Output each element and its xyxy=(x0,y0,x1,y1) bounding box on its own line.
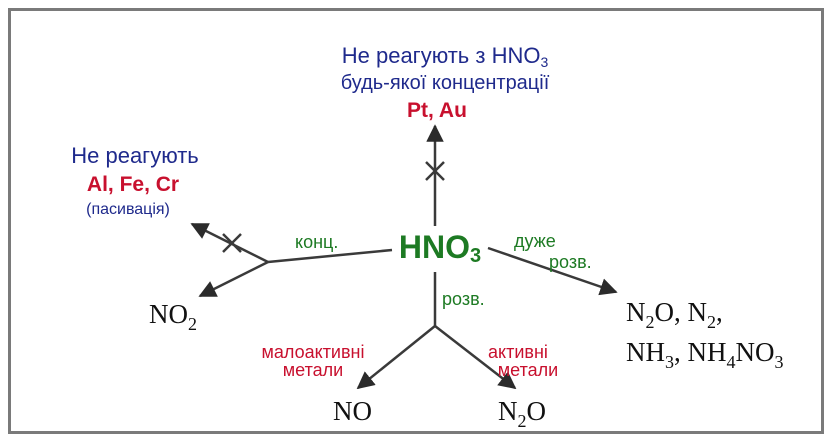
formula-subscript: 2 xyxy=(646,312,655,332)
very-dilute-label-line1: дуже xyxy=(514,231,556,251)
diagram-frame xyxy=(8,8,824,434)
formula-text: NH xyxy=(626,337,665,367)
center-formula: HNO3 xyxy=(399,229,481,267)
top-no-reaction-line1: Не реагують з HNO3 xyxy=(342,43,549,70)
line-center-to-left-junction xyxy=(267,248,393,264)
passivation-note: (пасивація) xyxy=(86,201,170,218)
low-activity-metals-line2: метали xyxy=(283,360,343,380)
top-metals: Pt, Au xyxy=(407,99,467,122)
left-metals: Al, Fe, Cr xyxy=(87,173,179,196)
formula-text: O, N xyxy=(655,297,708,327)
right-products-line2: NH3, NH4NO3 xyxy=(626,337,784,372)
dilute-label: розв. xyxy=(442,289,485,309)
line-to-n2o xyxy=(434,325,517,390)
line-to-no2 xyxy=(198,260,269,298)
concentrated-label: конц. xyxy=(295,232,338,252)
low-activity-metals-line1: малоактивні xyxy=(262,342,365,362)
formula-text: , xyxy=(716,297,723,327)
formula-subscript: 4 xyxy=(727,352,736,372)
formula-text: , NH xyxy=(674,337,727,367)
left-no-reaction-label: Не реагують xyxy=(71,143,199,168)
product-n2o: N2O xyxy=(498,396,546,431)
formula-subscript: 3 xyxy=(665,352,674,372)
formula-subscript: 3 xyxy=(775,352,784,372)
formula-text: N xyxy=(626,297,646,327)
no-reaction-cross-top xyxy=(425,161,445,181)
active-metals-line1: активні xyxy=(488,342,548,362)
right-products-line1: N2O, N2, xyxy=(626,297,723,332)
line-to-passivation xyxy=(190,222,269,264)
line-to-right-products xyxy=(487,246,618,296)
active-metals-line2: метали xyxy=(498,360,558,380)
product-no2: NO2 xyxy=(149,299,197,334)
line-to-no xyxy=(356,325,436,390)
formula-text: NO xyxy=(736,337,775,367)
product-no: NO xyxy=(333,396,372,426)
very-dilute-label-line2: розв. xyxy=(549,252,592,272)
formula-subscript: 2 xyxy=(707,312,716,332)
no-reaction-cross-left xyxy=(222,233,242,253)
top-no-reaction-line2: будь-якої концентрації xyxy=(341,72,550,94)
